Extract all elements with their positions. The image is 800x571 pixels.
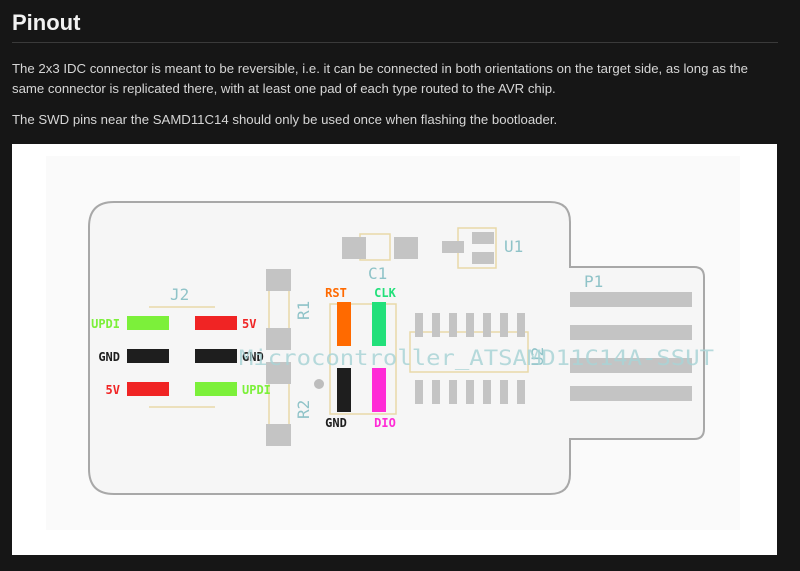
j2-label-gnd: GND xyxy=(242,350,264,364)
pin1-marker xyxy=(314,379,324,389)
r2-pad xyxy=(266,362,291,384)
p1-label: P1 xyxy=(584,272,603,291)
u1-regulator xyxy=(442,227,497,269)
r2-label: R2 xyxy=(294,400,313,419)
j2-pin-gnd xyxy=(195,349,237,363)
u2-pads xyxy=(415,313,525,404)
u1-outline xyxy=(457,227,497,269)
swd-pin-clk xyxy=(372,302,386,346)
c1-pad xyxy=(342,237,366,259)
j2-pin-updi xyxy=(195,382,237,396)
j2-pin-updi xyxy=(127,316,169,330)
section-heading: Pinout xyxy=(12,10,81,35)
u2-pad xyxy=(500,313,508,337)
j2-label-5v: 5V xyxy=(242,317,256,331)
u2-pad xyxy=(517,380,525,404)
usb-pad xyxy=(570,386,692,401)
u1-pad xyxy=(472,252,494,264)
u2-pad xyxy=(449,380,457,404)
usb-pad xyxy=(570,325,692,340)
u1-label: U1 xyxy=(504,237,523,256)
j2-label-updi: UPDI xyxy=(91,317,120,331)
j2-label-gnd: GND xyxy=(98,350,120,364)
r2-resistor xyxy=(266,362,291,446)
r1-pad xyxy=(266,328,291,350)
j2-label-5v: 5V xyxy=(106,383,120,397)
paragraph-connector-note: The 2x3 IDC connector is meant to be rev… xyxy=(12,61,749,96)
r1-pad xyxy=(266,269,291,291)
swd-label-rst: RST xyxy=(325,286,347,300)
u2-value-label: Microcontroller_ATSAMD11C14A-SSUT xyxy=(239,346,714,370)
j2-pin-5v xyxy=(195,316,237,330)
u1-pad xyxy=(472,232,494,244)
u2-label: U2 xyxy=(528,347,547,366)
u2-pad xyxy=(432,313,440,337)
u2-pad xyxy=(466,380,474,404)
u2-pad xyxy=(432,380,440,404)
usb-pad xyxy=(570,292,692,307)
u2-pad xyxy=(466,313,474,337)
u2-pad xyxy=(449,313,457,337)
j2-pin-gnd xyxy=(127,349,169,363)
pcb-diagram: P1 U1 C1 R1 xyxy=(46,156,740,530)
swd-label-dio: DIO xyxy=(374,416,396,430)
u1-pad xyxy=(442,241,464,253)
swd-label-clk: CLK xyxy=(374,286,396,300)
r1-resistor xyxy=(266,269,291,350)
u2-pad xyxy=(483,380,491,404)
c1-label: C1 xyxy=(368,264,387,283)
u2-pad xyxy=(483,313,491,337)
swd-pin-dio xyxy=(372,368,386,412)
c1-pad xyxy=(394,237,418,259)
r1-label: R1 xyxy=(294,301,313,320)
heading-divider xyxy=(12,42,778,43)
swd-pin-rst xyxy=(337,302,351,346)
swd-outline xyxy=(329,303,397,415)
swd-label-gnd: GND xyxy=(325,416,347,430)
u2-pad xyxy=(415,313,423,337)
swd-pin-gnd xyxy=(337,368,351,412)
pinout-figure: P1 U1 C1 R1 xyxy=(12,144,777,555)
u2-pad xyxy=(415,380,423,404)
j2-label-updi: UPDI xyxy=(242,383,271,397)
usb-pad xyxy=(570,358,692,373)
c1-capacitor xyxy=(342,233,418,261)
usb-fingers xyxy=(570,292,692,401)
r2-pad xyxy=(266,424,291,446)
j2-label: J2 xyxy=(170,285,189,304)
u2-microcontroller xyxy=(409,313,529,404)
j2-connector xyxy=(127,306,237,408)
u2-pad xyxy=(517,313,525,337)
paragraph-swd-note: The SWD pins near the SAMD11C14 should o… xyxy=(12,112,558,127)
u2-pad xyxy=(500,380,508,404)
j2-pin-5v xyxy=(127,382,169,396)
swd-pads xyxy=(314,302,397,415)
